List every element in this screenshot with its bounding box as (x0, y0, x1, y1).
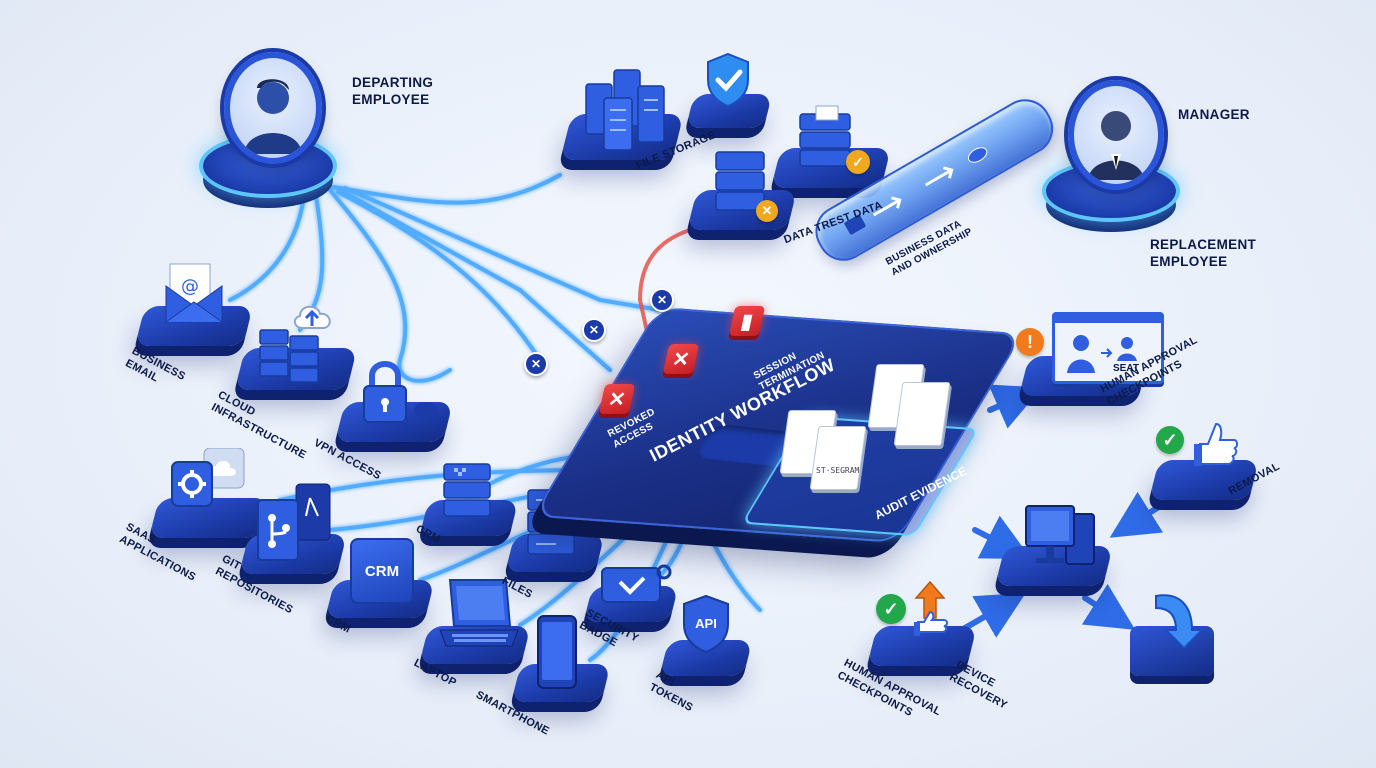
wire-departing-third (336, 190, 542, 362)
cut-marker-2: ✕ (582, 318, 606, 342)
envelope-icon: @ (165, 263, 223, 323)
audit-documents: ST·SEGRAM (760, 360, 960, 500)
business-data-pipe (806, 89, 1063, 271)
smartphone-icon (537, 615, 577, 689)
git-branch-icon (257, 483, 331, 561)
warning-badge: ! (1016, 328, 1044, 356)
cloud-server-icon (259, 305, 331, 383)
data-transfer-node[interactable]: ✕ (687, 146, 800, 236)
seat-screen-topbar (1055, 315, 1161, 323)
person-icon (244, 79, 302, 154)
x-badge: ✕ (756, 200, 778, 222)
download-arrow-icon (1155, 594, 1205, 650)
revoke-x-1: ✕ (598, 384, 636, 414)
crm-top-node[interactable] (419, 460, 520, 546)
crm-badge-text: CRM (364, 562, 400, 580)
saas-gear-icon (171, 448, 245, 507)
arrow-from-recovery (962, 593, 1026, 638)
wire-departing-revoked (338, 188, 612, 372)
manager-label: MANAGER (1178, 107, 1250, 122)
approve-check-badge: ✓ (1156, 426, 1184, 454)
manager-avatar (1068, 80, 1164, 190)
laptop-node[interactable] (419, 574, 532, 670)
seat-approval-node[interactable]: SEAT ! (1016, 304, 1164, 408)
crm-badge-icon: CRM (350, 538, 414, 604)
business-email-node[interactable]: @ (135, 262, 256, 362)
data-node-top: ✓ (771, 104, 892, 200)
api-text: API (695, 615, 717, 631)
recovery-check-badge: ✓ (876, 594, 906, 624)
cut-marker-3: ✕ (650, 288, 674, 312)
laptop-icon (439, 579, 519, 647)
arrow-from-removal (1109, 491, 1168, 538)
removal-node[interactable]: ✓ (1149, 420, 1260, 510)
crm-server-icon (443, 463, 491, 517)
arrow-device-to-bin (1081, 583, 1136, 630)
wire-departing-vpn (328, 188, 452, 383)
badge-card-icon (601, 564, 672, 603)
departing-employee-node[interactable] (198, 52, 348, 202)
cut-marker-1: ✕ (524, 352, 548, 376)
svg-text:@: @ (181, 276, 199, 297)
api-shield-icon (683, 594, 729, 654)
vpn-node[interactable] (335, 356, 456, 456)
cloud-node[interactable] (234, 296, 360, 402)
device-recovery-node[interactable]: ✓ (867, 578, 978, 674)
check-badge: ✓ (846, 150, 870, 174)
arrow-to-device (972, 515, 1032, 559)
departing-avatar (224, 52, 322, 164)
device-node[interactable] (995, 500, 1116, 596)
git-node[interactable] (239, 482, 350, 582)
pipe-flow-arrows (844, 147, 988, 235)
replacement-employee-label: REPLACEMENT EMPLOYEE (1150, 237, 1257, 269)
seat-screen: SEAT (1052, 312, 1164, 384)
file-storage-node[interactable] (560, 62, 690, 172)
audit-doc-caption: ST·SEGRAM (816, 466, 860, 475)
recycle-bin-node[interactable] (1120, 586, 1230, 686)
crm-bottom-node[interactable]: CRM (325, 534, 436, 626)
seat-text: SEAT (1113, 363, 1139, 374)
wire-departing-email (228, 183, 307, 302)
arrow-to-approval (987, 384, 1043, 429)
shield-check-icon (707, 52, 749, 108)
smartphone-node[interactable] (511, 614, 612, 710)
server-stack-icon (585, 69, 665, 151)
revoke-x-2: ✕ (662, 344, 700, 374)
audit-doc-4 (893, 382, 951, 446)
departing-employee-label: DEPARTING EMPLOYEE (352, 75, 434, 107)
padlock-icon (363, 361, 438, 423)
user-swap-icon (1067, 335, 1137, 373)
audit-doc-2 (809, 426, 867, 490)
shield-node (685, 50, 776, 132)
database-stack-icon (799, 105, 851, 167)
saas-node[interactable] (149, 448, 272, 548)
api-tokens-node[interactable]: API (659, 594, 754, 682)
wire-data-transfer (637, 228, 692, 347)
thumbs-up-icon (1194, 422, 1238, 466)
monitor-icon (1025, 505, 1095, 565)
session-x: ▮ (728, 306, 766, 336)
manager-person-icon (1088, 111, 1144, 180)
thumbs-up-arrow-icon (914, 580, 948, 636)
manager-node[interactable] (1040, 80, 1190, 230)
security-badge-node[interactable] (583, 560, 680, 630)
